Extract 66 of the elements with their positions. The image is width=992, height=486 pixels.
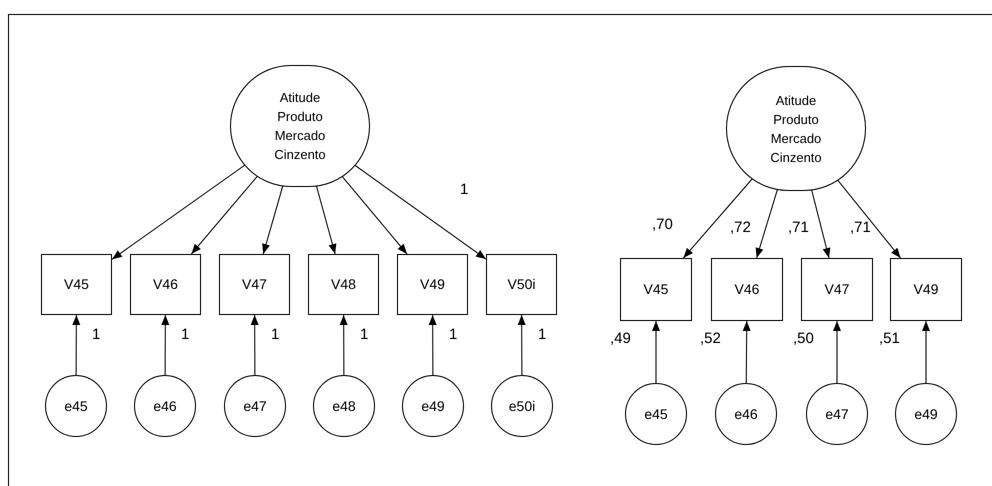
squared-correlation: ,49 [610, 330, 631, 348]
node-label: e47 [243, 396, 267, 416]
squared-correlation: ,52 [700, 330, 721, 348]
node-label: Atitude Produto Mercado Cinzento [273, 89, 327, 164]
node-label: e47 [825, 404, 849, 424]
arrow [811, 188, 830, 258]
node-label: V48 [331, 275, 356, 294]
observed-variable-box [308, 254, 379, 315]
arrow [112, 164, 246, 260]
observed-variable-box [219, 254, 290, 315]
node-label: e45 [644, 404, 668, 424]
arrow [262, 184, 284, 254]
node-label: V45 [64, 275, 89, 294]
edge-label: 1 [271, 326, 280, 344]
node-label: Atitude Produto Mercado Cinzento [769, 92, 823, 166]
observed-variable-box [397, 254, 468, 315]
observed-variable-box [486, 254, 557, 315]
node-label: V45 [644, 280, 668, 299]
node-label: e48 [332, 396, 356, 416]
node-label: e49 [421, 396, 445, 416]
arrow [161, 314, 170, 376]
arrow [340, 174, 408, 254]
node-label: V49 [914, 280, 938, 299]
squared-correlation: ,51 [879, 330, 900, 348]
node-label: e46 [153, 396, 177, 416]
edge-label: ,72 [730, 219, 751, 237]
node-label: e45 [64, 396, 88, 416]
edge-label: 1 [538, 326, 546, 344]
observed-variable-box [711, 258, 783, 321]
arrow [190, 174, 259, 254]
edge-label: ,71 [788, 219, 809, 237]
arrow [652, 320, 660, 384]
squared-correlation: ,50 [793, 330, 814, 348]
arrow [836, 178, 902, 258]
observed-variable-box [41, 254, 112, 315]
observed-variable-box [620, 258, 692, 321]
observed-variable-box [890, 258, 962, 321]
node-label: e49 [914, 404, 938, 424]
edge-label: 1 [449, 326, 458, 344]
node-label: e46 [734, 404, 758, 424]
arrow [518, 314, 526, 376]
node-label: V46 [734, 280, 760, 299]
edge-label: ,71 [850, 219, 871, 237]
arrow [833, 320, 841, 384]
arrow [922, 320, 930, 384]
arrow [340, 314, 348, 376]
observed-variable-box [801, 258, 873, 321]
edge-label: 1 [92, 326, 100, 344]
node-label: V49 [420, 275, 445, 294]
arrow [682, 177, 754, 258]
arrow [428, 314, 437, 376]
node-label: V47 [242, 275, 267, 294]
edge-label: 1 [181, 326, 190, 344]
node-label: V46 [153, 275, 178, 294]
edge-label: 1 [460, 181, 468, 199]
edge-label: 1 [360, 326, 368, 344]
node-label: V50i [507, 275, 536, 294]
arrow [354, 164, 486, 260]
observed-variable-box [130, 254, 201, 315]
node-label: V47 [824, 280, 850, 299]
arrow [742, 320, 751, 384]
arrow [250, 314, 259, 376]
edge-label: ,70 [652, 216, 673, 234]
arrow [316, 184, 336, 254]
node-label: e50i [508, 396, 536, 416]
arrow [72, 314, 80, 376]
